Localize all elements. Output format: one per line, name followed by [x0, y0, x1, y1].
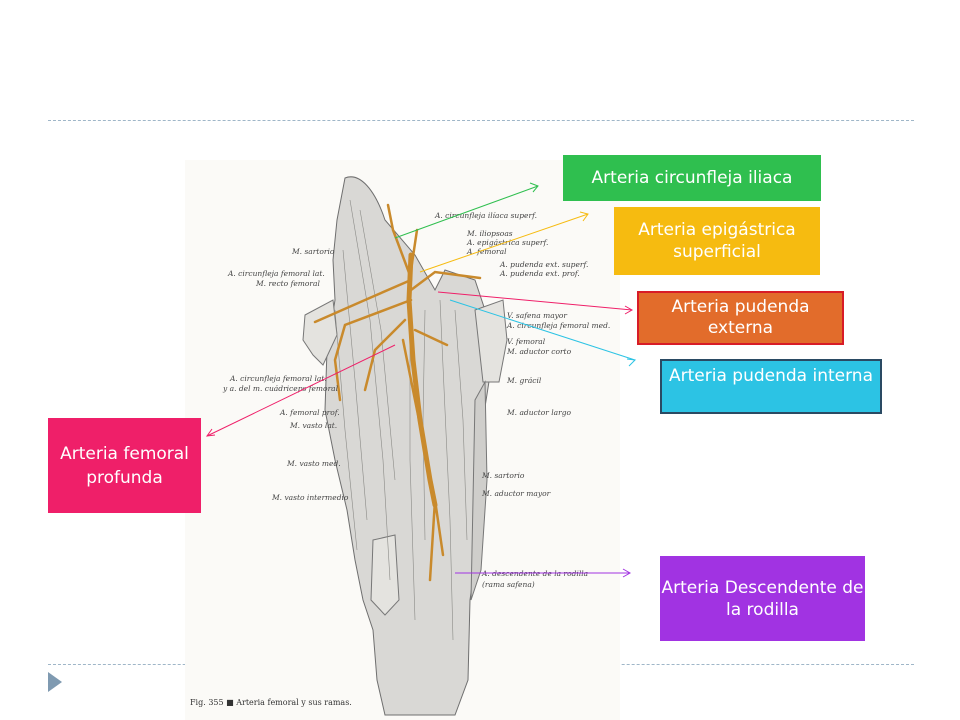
label-sartorio-left: M. sartorio: [292, 247, 335, 256]
callout-femoral-profunda: Arteria femoral profunda: [48, 418, 201, 513]
label-a-femoral: A. femoral: [467, 247, 507, 256]
label-sartorio-right: M. sartorio: [482, 471, 525, 480]
callout-epigastrica-label: Arteria epigástrica superficial: [638, 220, 796, 262]
label-v-femoral: V. femoral: [507, 337, 546, 346]
label-aductor-mayor: M. aductor mayor: [482, 489, 551, 498]
callout-descendente-rodilla: Arteria Descendente de la rodilla: [660, 556, 865, 641]
top-divider: [48, 120, 914, 121]
arrow-pudenda-interna: [449, 299, 636, 361]
label-circunfleja-iliaca-superf: A. circunfleja ilíaca superf.: [435, 211, 537, 220]
label-circunfleja-femoral-lat: A. circunfleja femoral lat.: [228, 269, 325, 278]
arrow-epigastrica: [419, 213, 589, 273]
arrow-femoral-profunda: [206, 344, 396, 437]
label-rama-safena: (rama safena): [482, 580, 535, 589]
callout-epigastrica: Arteria epigástrica superficial: [614, 207, 820, 275]
figure-caption: Fig. 355 ■ Arteria femoral y sus ramas.: [190, 698, 352, 707]
callout-pudenda-interna-label: Arteria pudenda interna: [669, 366, 873, 386]
callout-descendente-rodilla-label: Arteria Descendente de la rodilla: [661, 577, 864, 620]
label-recto-femoral: M. recto femoral: [256, 279, 320, 288]
label-epigastrica-superf: A. epigástrica superf.: [467, 238, 549, 247]
arrow-pudenda-externa: [437, 291, 633, 311]
label-circunfleja-femoral-med: A. circunfleja femoral med.: [507, 321, 611, 330]
label-aductor-largo: M. aductor largo: [507, 408, 572, 417]
callout-circunfleja-iliaca-label: Arteria circunfleja iliaca: [591, 168, 793, 188]
label-vasto-med: M. vasto med.: [287, 459, 341, 468]
label-pudenda-ext-prof: A. pudenda ext. prof.: [500, 269, 580, 278]
thigh-illustration: [302, 176, 508, 716]
callout-pudenda-externa: Arteria pudenda externa: [637, 291, 844, 345]
label-circunfleja-lat-2: A. circunfleja femoral lat.: [230, 374, 327, 383]
callout-pudenda-interna: Arteria pudenda interna: [660, 359, 882, 414]
callout-pudenda-externa-label: Arteria pudenda externa: [671, 297, 810, 338]
slide-bullet-icon: [48, 672, 62, 692]
callout-circunfleja-iliaca: Arteria circunfleja iliaca: [563, 155, 821, 201]
arrow-circunfleja-iliaca: [394, 185, 539, 239]
anatomy-figure: A. circunfleja ilíaca superf. M. iliopso…: [185, 160, 620, 720]
callout-femoral-profunda-label: Arteria femoral profunda: [60, 443, 189, 488]
label-safena-mayor: V. safena mayor: [507, 311, 568, 320]
label-femoral-prof: A. femoral prof.: [280, 408, 340, 417]
label-aductor-corto: M. aductor corto: [507, 347, 572, 356]
label-pudenda-ext-superf: A. pudenda ext. superf.: [500, 260, 589, 269]
label-vasto-lat: M. vasto lat.: [290, 421, 338, 430]
label-iliopsoas: M. iliopsoas: [467, 229, 513, 238]
label-cuadriceps: y a. del m. cuádriceps femoral: [223, 384, 339, 393]
label-gracil: M. grácil: [507, 376, 542, 385]
label-vasto-intermedio: M. vasto intermedio: [272, 493, 349, 502]
